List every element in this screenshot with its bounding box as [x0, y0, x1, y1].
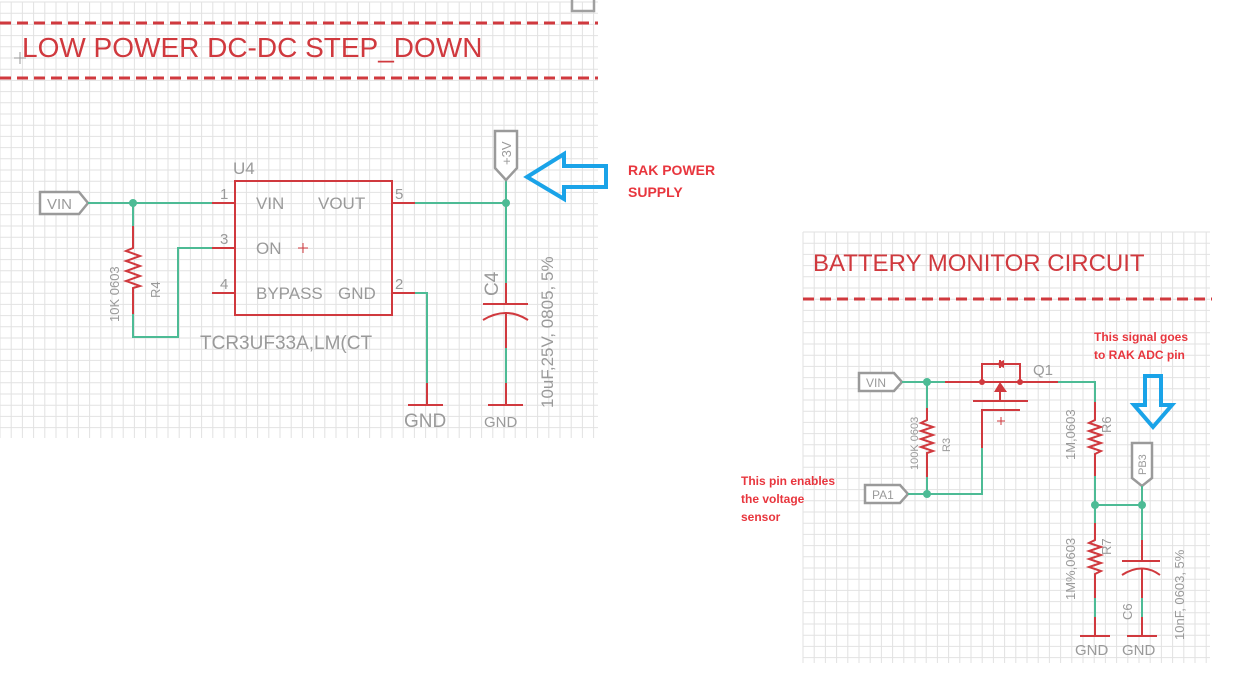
pin-vout-name: VOUT [318, 194, 365, 213]
junction [923, 490, 931, 498]
adc-note-line1: This signal goes [1094, 330, 1188, 344]
c6-ref: C6 [1120, 603, 1135, 620]
arrow-left-icon [523, 150, 608, 203]
r4-value: 10K 0603 [107, 266, 122, 322]
pb3-label: PB3 [1137, 454, 1149, 475]
pin-on-name: ON [256, 239, 282, 258]
pin-gnd-name: GND [338, 284, 376, 303]
pa1-wire[interactable] [908, 448, 983, 495]
vin-port-label: VIN [47, 196, 72, 213]
dcdc-section: LOW POWER DC-DC STEP_DOWN VIN 10K 0603 R… [0, 21, 715, 432]
pin-4-number: 4 [220, 276, 228, 293]
pin-vin-name: VIN [256, 194, 284, 213]
plus3v-port-label: +3V [499, 141, 514, 165]
r6-value: 1M,0603 [1063, 409, 1078, 460]
pin-3-number: 3 [220, 231, 228, 248]
battery-vin-port[interactable]: VIN [857, 371, 904, 393]
pin-bypass-name: BYPASS [256, 284, 323, 303]
r3-resistor[interactable] [917, 408, 937, 477]
gnd-label-1: GND [404, 411, 446, 432]
junction [1138, 501, 1146, 509]
pin-1-number: 1 [220, 186, 228, 203]
section-title-battery: BATTERY MONITOR CIRCUIT [813, 250, 1145, 277]
enable-note-line2: the voltage [741, 492, 805, 506]
grid-left [0, 1, 598, 438]
vin-port[interactable]: VIN [38, 190, 90, 216]
q1-mosfet[interactable]: Q1 [945, 360, 1058, 448]
u4-ref: U4 [233, 159, 255, 178]
enable-note-line3: sensor [741, 510, 781, 524]
c6-capacitor[interactable] [1121, 540, 1161, 598]
r3-value: 100K 0603 [909, 417, 921, 470]
battery-gnd-label-2: GND [1122, 642, 1156, 659]
pa1-label: PA1 [872, 488, 894, 502]
pb3-port[interactable]: PB3 [1130, 441, 1154, 488]
r4-ref: R4 [148, 281, 163, 298]
r7-ref: R7 [1099, 538, 1114, 555]
gnd-label-2: GND [484, 414, 518, 431]
rak-power-note-line1: RAK POWER [628, 162, 715, 178]
rak-power-note-line2: SUPPLY [628, 184, 683, 200]
section-title-dcdc: LOW POWER DC-DC STEP_DOWN [22, 32, 482, 63]
r6-resistor[interactable] [1085, 402, 1105, 476]
adc-note-line2: to RAK ADC pin [1094, 348, 1185, 362]
r4-resistor[interactable] [123, 226, 144, 314]
arrow-down-icon [1129, 374, 1177, 431]
battery-vin-label: VIN [866, 376, 886, 390]
q1-ref: Q1 [1033, 362, 1053, 379]
r6-ref: R6 [1099, 416, 1114, 433]
gnd-net-wire[interactable] [415, 292, 428, 383]
r7-value: 1M%,0603 [1063, 538, 1078, 600]
frame-corner [570, 0, 596, 13]
on-net-wire[interactable] [132, 247, 212, 338]
plus3v-port[interactable]: +3V [493, 129, 519, 182]
q1-drain-wire[interactable] [1058, 381, 1096, 402]
r3-ref: R3 [941, 438, 953, 452]
pin-2-number: 2 [395, 276, 403, 293]
enable-note-line1: This pin enables [741, 474, 835, 488]
u4-ic[interactable]: U4 1 3 4 5 2 VIN ON BYPASS VOUT GND TCR3… [200, 159, 415, 354]
c6-value: 10nF, 0603, 5% [1172, 549, 1187, 640]
u4-part-number: TCR3UF33A,LM(CT [200, 333, 372, 354]
c4-ref: C4 [482, 271, 503, 296]
battery-gnd-label-1: GND [1075, 642, 1109, 659]
c4-capacitor[interactable] [482, 283, 529, 348]
r7-resistor[interactable] [1085, 523, 1105, 598]
c4-value: 10uF,25V, 0805, 5% [538, 256, 557, 408]
battery-section: BATTERY MONITOR CIRCUIT VIN Q1 100 [741, 250, 1212, 659]
pin-5-number: 5 [395, 186, 403, 203]
pa1-port[interactable]: PA1 [863, 483, 910, 505]
